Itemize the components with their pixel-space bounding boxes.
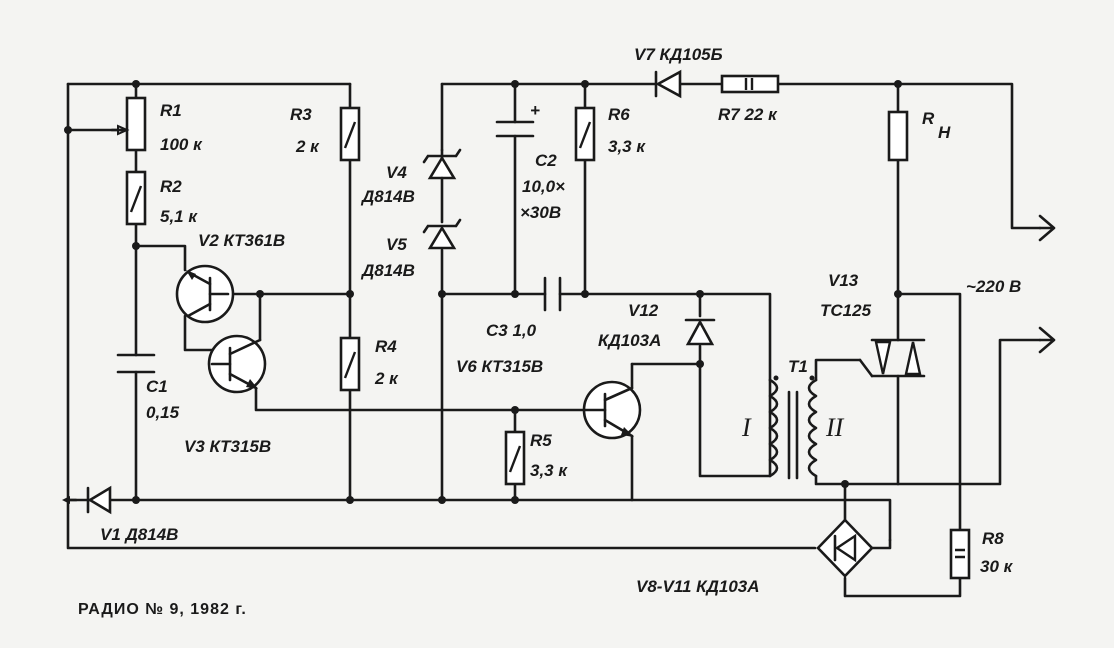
source-caption: РАДИО № 9, 1982 г. [78,601,247,618]
capacitor-c1 [116,353,156,374]
label-r7: R7 22 к [718,105,778,124]
resistor-r4 [339,336,361,392]
label-v12-value: КД103А [598,331,661,350]
capacitor-c3 [543,276,562,312]
transistor-v2 [175,264,235,324]
capacitor-c2 [495,120,535,138]
label-r2-name: R2 [160,177,182,196]
label-r6-value: 3,3 к [608,137,646,156]
transistor-v6 [582,380,642,440]
label-v3: V3 КТ315В [184,437,271,456]
label-r4-name: R4 [375,337,397,356]
label-winding-ii: II [825,413,845,442]
label-r3-value: 2 к [295,137,320,156]
label-v7: V7 КД105Б [634,45,723,64]
label-r3-name: R3 [290,105,312,124]
label-r2-value: 5,1 к [160,207,198,226]
transistor-v3 [207,334,267,394]
label-r1-value: 100 к [160,135,203,154]
wires [66,82,1042,598]
label-rn: R [922,109,935,128]
label-v1: V1 Д814В [100,525,178,544]
label-r4-value: 2 к [374,369,399,388]
resistor-rn [887,110,909,162]
label-v13-name: V13 [828,271,859,290]
zener-diode-v4 [422,148,462,224]
label-r8-name: R8 [982,529,1004,548]
diode-bridge-v8-v11 [816,518,892,578]
label-c2-value-2: ×30В [520,203,561,222]
label-c3: C3 1,0 [486,321,537,340]
label-v6: V6 КТ315В [456,357,543,376]
label-v5-name: V5 [386,235,407,254]
label-bridge: V8-V11 КД103А [636,577,760,596]
label-c2-name: C2 [535,151,557,170]
resistor-r3 [339,106,361,162]
resistor-r5 [504,430,526,486]
label-r5-name: R5 [530,431,552,450]
label-r8-value: 30 к [980,557,1014,576]
diode-v12 [684,318,716,346]
label-c1-value: 0,15 [146,403,180,422]
junction-dots [64,80,902,504]
label-v2: V2 КТ361В [198,231,285,250]
label-v5-value: Д814В [360,261,415,280]
label-output-voltage: ~220 В [966,277,1021,296]
label-c2-value-1: 10,0× [522,177,565,196]
resistor-r2 [125,170,147,226]
label-v4-value: Д814В [360,187,415,206]
resistor-r8 [949,528,971,580]
transformer-t1 [768,375,818,480]
zener-diode-v1 [62,485,112,515]
label-rn-subscript: Н [938,123,951,142]
label-v12-name: V12 [628,301,659,320]
resistor-r7 [720,74,780,94]
label-t1: Т1 [788,357,808,376]
triac-v13 [858,338,926,378]
output-terminal-arrows [1038,214,1056,354]
resistor-r1 [110,96,147,152]
label-r5-value: 3,3 к [530,461,568,480]
label-r1-name: R1 [160,101,182,120]
resistor-r6 [574,106,596,162]
label-v13-value: ТС125 [820,301,872,320]
c2-polarity-plus: + [530,101,540,120]
diode-v7 [654,69,682,99]
label-winding-i: I [741,413,752,442]
label-c1-name: C1 [146,377,168,396]
label-r6-name: R6 [608,105,630,124]
label-v4-name: V4 [386,163,407,182]
zener-diode-v5 [422,218,462,250]
